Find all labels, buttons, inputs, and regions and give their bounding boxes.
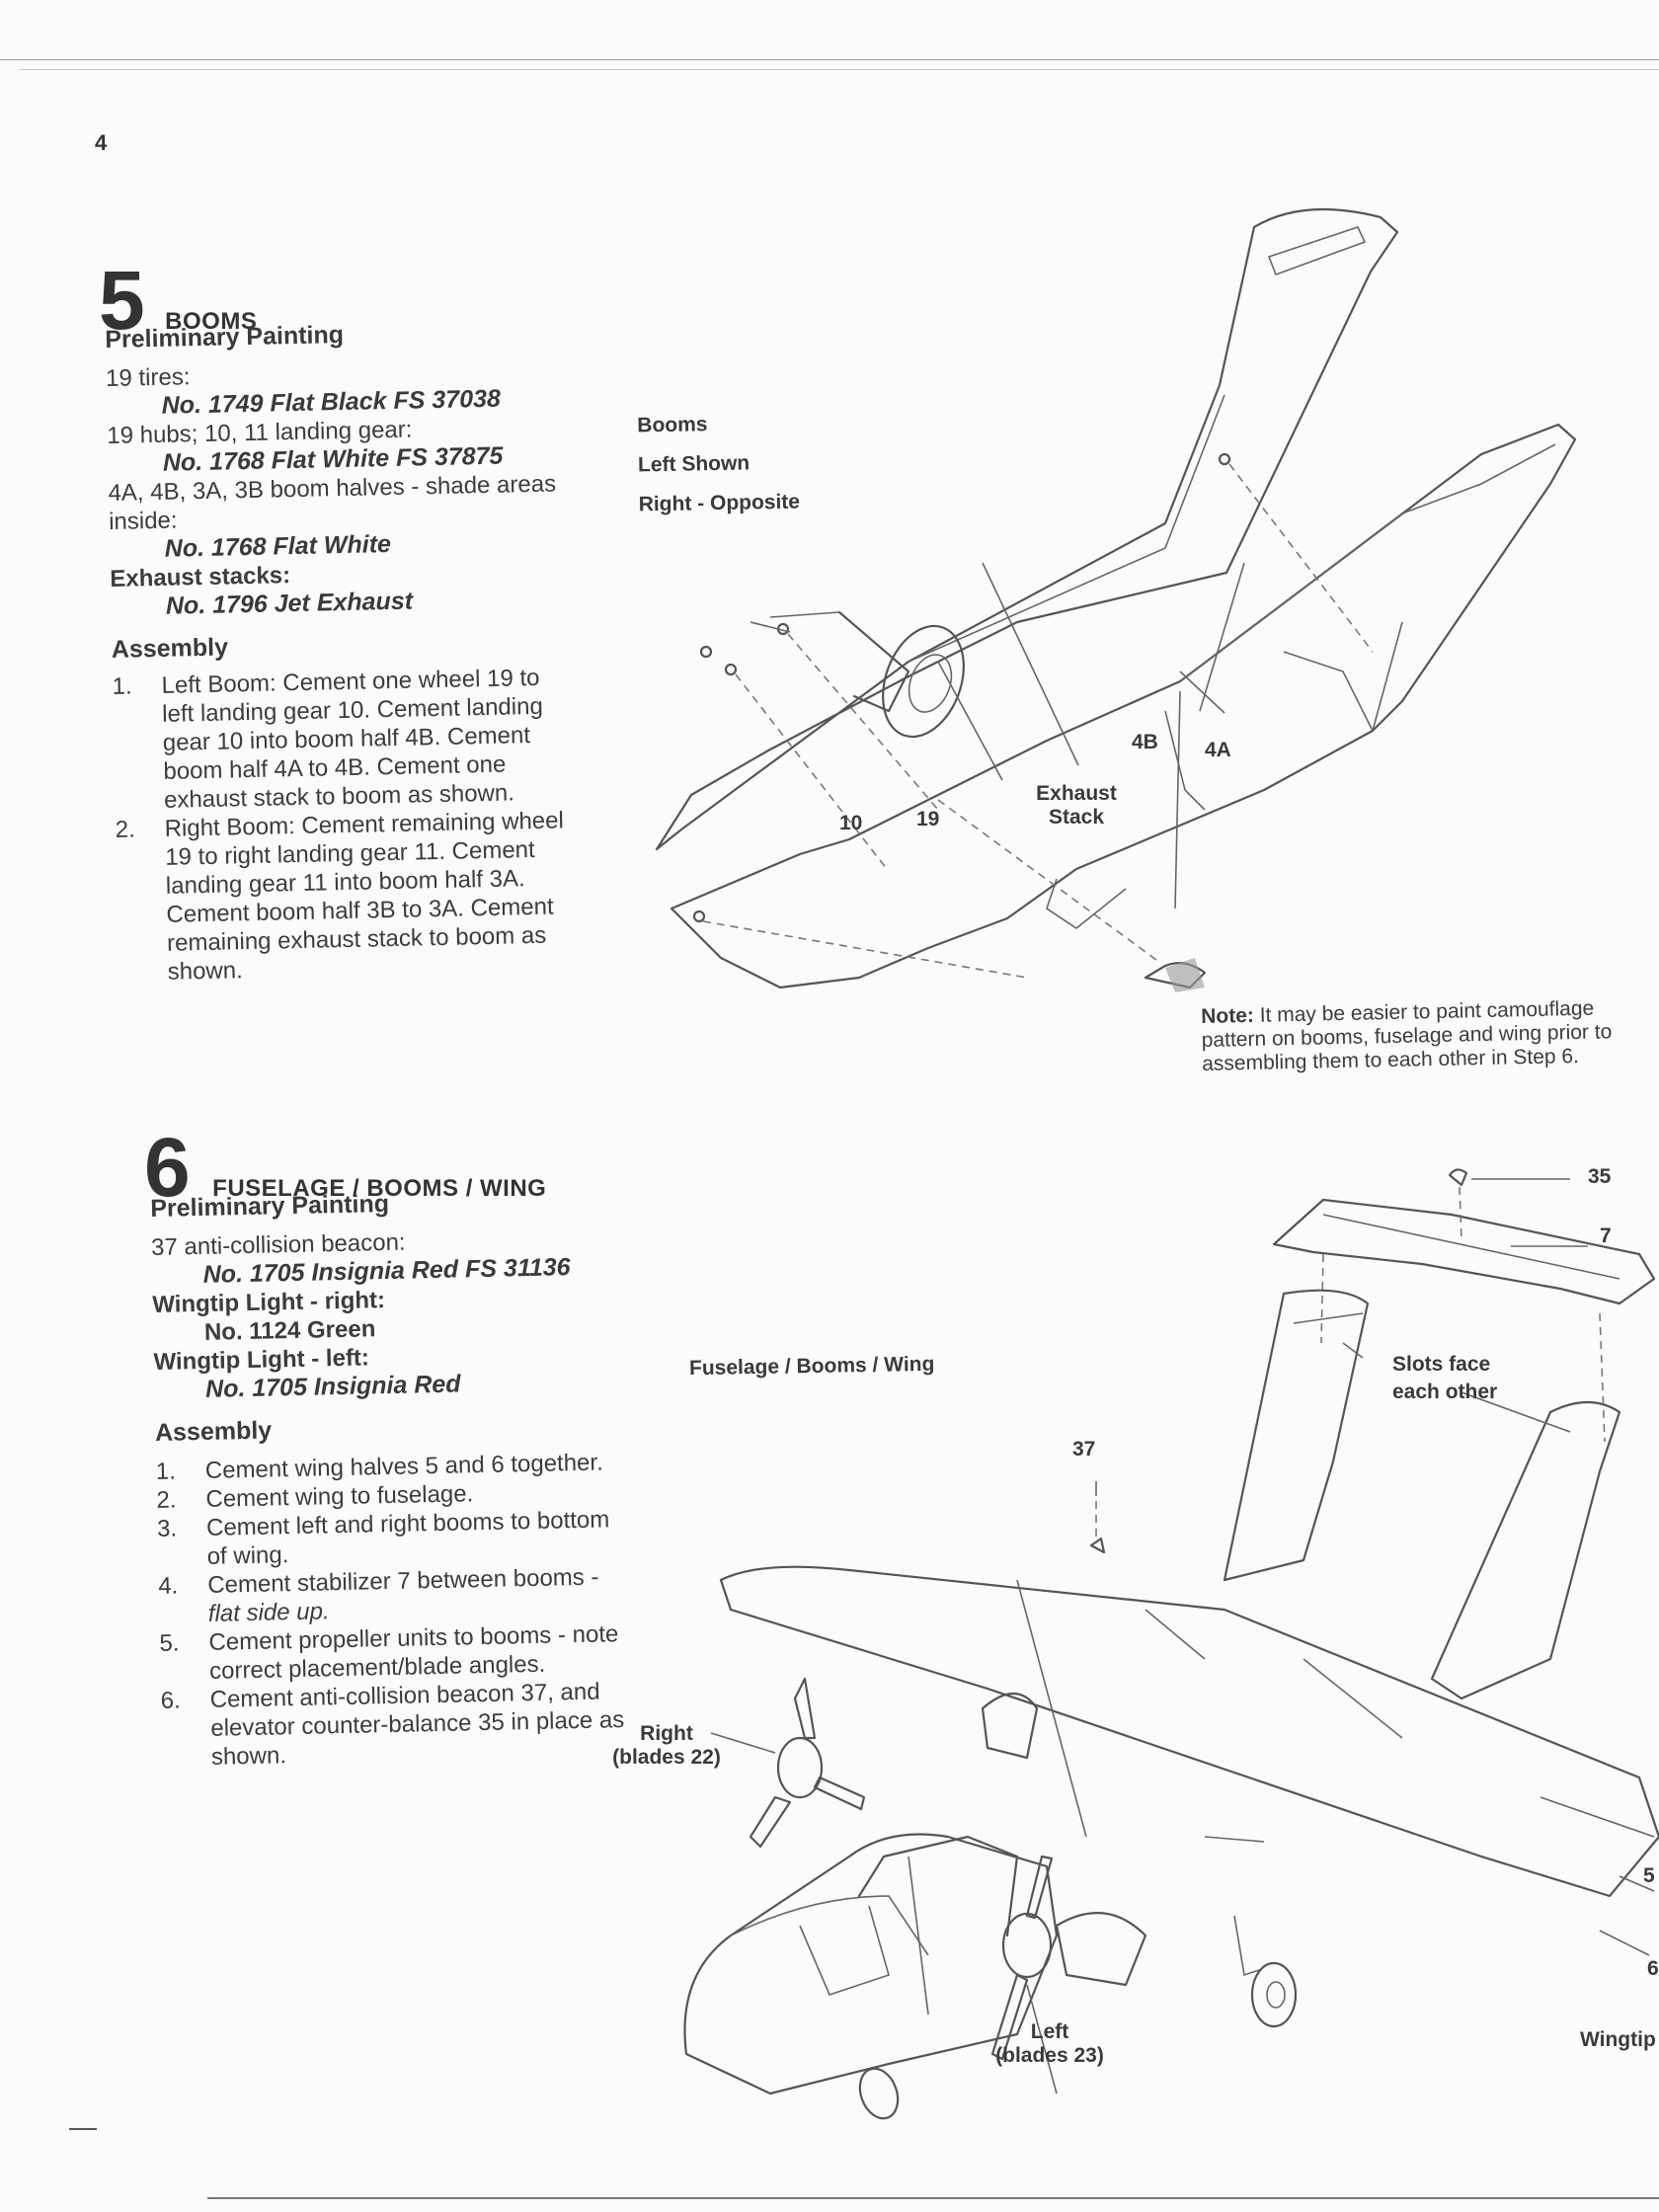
callout-10: 10 bbox=[839, 812, 863, 834]
callout-35: 35 bbox=[1588, 1165, 1612, 1188]
callout-wingtip: Wingtip bbox=[1580, 2028, 1656, 2051]
step5-title: BOOMS bbox=[165, 308, 258, 335]
step5-assembly-list: 1. Left Boom: Cement one wheel 19 to lef… bbox=[112, 662, 652, 988]
step5-text-block: Preliminary Painting 19 tires: No. 1749 … bbox=[105, 315, 652, 988]
callout-37: 37 bbox=[1072, 1438, 1096, 1461]
step5-paint-list: 19 tires: No. 1749 Flat Black FS 37038 1… bbox=[106, 354, 644, 622]
callout-5: 5 bbox=[1643, 1864, 1655, 1887]
assembly-step: 1. Left Boom: Cement one wheel 19 to lef… bbox=[112, 664, 544, 814]
booms-diagram bbox=[655, 207, 1577, 992]
assembly-step: 2. Right Boom: Cement remaining wheel 19… bbox=[115, 807, 565, 986]
step5-number: 5 bbox=[99, 254, 145, 347]
callout-6: 6 bbox=[1647, 1957, 1659, 1980]
note-label: Note: bbox=[1201, 1003, 1255, 1028]
callout-slots: Slots face each other bbox=[1392, 1353, 1498, 1403]
callout-19: 19 bbox=[916, 808, 940, 830]
callout-left-prop: Left (blades 23) bbox=[995, 2020, 1104, 2067]
page-number: 4 bbox=[95, 130, 108, 155]
callout-7: 7 bbox=[1600, 1224, 1612, 1247]
step6-number: 6 bbox=[144, 1121, 191, 1214]
scan-edge-bottom bbox=[207, 2197, 1659, 2199]
step6-title: FUSELAGE / BOOMS / WING bbox=[212, 1175, 547, 1202]
aircraft-diagram bbox=[683, 1168, 1659, 2120]
step5-assembly-heading: Assembly bbox=[111, 633, 229, 664]
callout-4b: 4B bbox=[1132, 731, 1158, 753]
callout-exhaust-stack: Exhaust Stack bbox=[1036, 782, 1117, 829]
step5-note: Note: It may be easier to paint camoufla… bbox=[1201, 996, 1613, 1075]
margin-mark bbox=[69, 2128, 97, 2130]
step6-header: 6 FUSELAGE / BOOMS / WING bbox=[144, 1126, 546, 1209]
scan-edge-top-2 bbox=[20, 69, 1659, 70]
scan-edge-top bbox=[0, 59, 1659, 60]
callout-right-prop: Right (blades 22) bbox=[612, 1722, 721, 1769]
step5-header: 5 BOOMS bbox=[99, 259, 257, 342]
callout-4a: 4A bbox=[1205, 739, 1231, 761]
